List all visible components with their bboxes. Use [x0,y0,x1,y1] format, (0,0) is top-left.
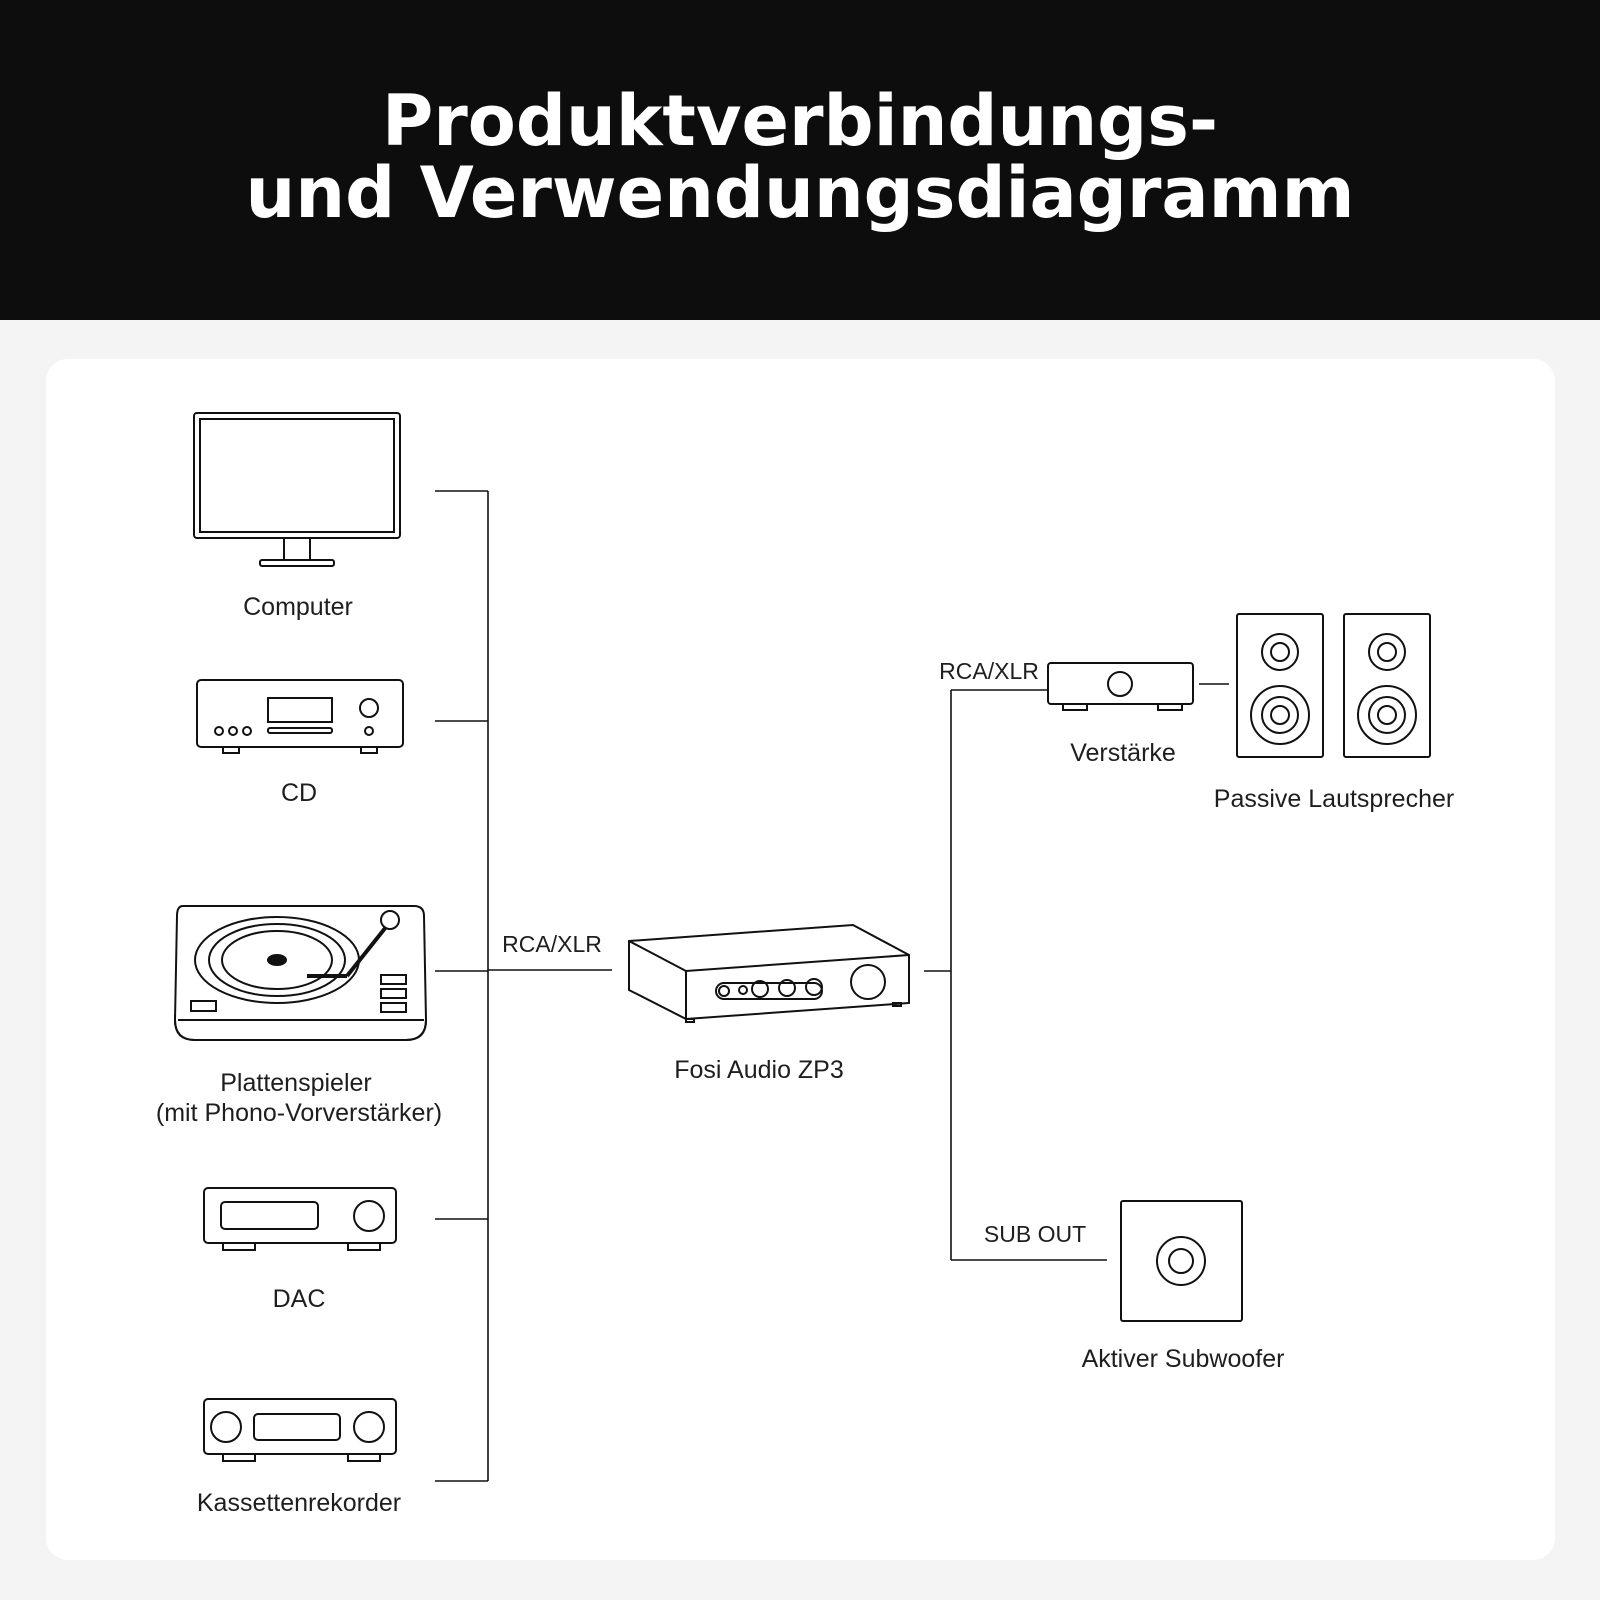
subwoofer-icon [1120,1200,1243,1322]
source-label-turntable: Plattenspieler [220,1069,372,1097]
source-label-computer: Computer [243,593,353,621]
subwoofer-label: Aktiver Subwoofer [1081,1345,1285,1373]
speakers-label: Passive Lautsprecher [1213,785,1455,813]
dac-icon [203,1187,397,1251]
cd-player-icon [196,679,404,754]
amp-label: Verstärke [1070,739,1176,767]
header-banner: Produktverbindungs- und Verwendungsdiagr… [0,0,1600,320]
monitor-icon [193,412,401,567]
source-label-cd: CD [280,779,318,807]
fosi-zp3-amplifier-icon [628,923,910,1023]
page-title-line2: und Verwendungsdiagramm [245,152,1355,234]
cassette-deck-icon [203,1398,397,1462]
source-label-cassette: Kassettenrekorder [196,1489,402,1517]
page-title-line1: Produktverbindungs- [381,80,1219,162]
center-device-label: Fosi Audio ZP3 [674,1056,844,1084]
source-sublabel-turntable: (mit Phono-Vorverstärker) [155,1099,443,1127]
source-label-dac: DAC [272,1285,326,1313]
turntable-icon [173,905,428,1041]
power-amplifier-icon [1047,662,1194,711]
sub-connection-label: SUB OUT [983,1221,1087,1247]
input-connection-label: RCA/XLR [502,931,602,957]
amp-connection-label: RCA/XLR [939,658,1039,684]
passive-speakers-icon [1236,613,1431,758]
connection-lines [435,490,1229,1482]
